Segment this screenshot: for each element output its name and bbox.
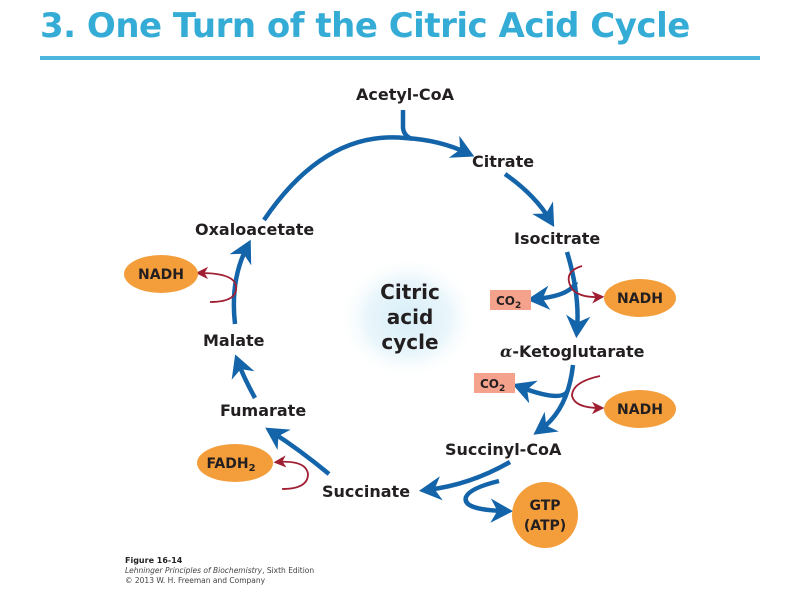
figure-source: Lehninger Principles of Biochemistry, Si…: [125, 566, 314, 576]
nadh-3-text: NADH: [138, 267, 184, 283]
book-edition: , Sixth Edition: [262, 566, 315, 575]
svg-text:CO2: CO2: [480, 377, 505, 394]
oval-nadh-1: NADH: [604, 279, 676, 317]
nadh-1-text: NADH: [617, 291, 663, 307]
center-glow: [338, 256, 478, 380]
arrow-fumarate-to-malate: [231, 354, 257, 400]
circle-gtp-atp: GTP (ATP): [512, 482, 578, 548]
oval-nadh-3: NADH: [124, 255, 198, 293]
oval-fadh2: FADH2: [197, 444, 273, 482]
arrow-citrate-to-isocitrate: [503, 172, 555, 227]
fadh2-sub: 2: [249, 463, 256, 474]
co2-box-1: CO2: [490, 290, 531, 311]
co2-1-sub: 2: [515, 301, 521, 311]
label-malate: Malate: [203, 331, 265, 350]
arrow-nadh-1-out: [567, 265, 605, 304]
label-succinyl-coa: Succinyl-CoA: [445, 440, 562, 459]
label-isocitrate: Isocitrate: [514, 229, 600, 248]
arrow-succinate-to-fumarate: [265, 427, 331, 476]
co2-box-2: CO2: [474, 373, 515, 394]
center-label-line-3: cycle: [381, 330, 438, 354]
copyright-line: © 2013 W. H. Freeman and Company: [125, 576, 266, 585]
oval-nadh-2: NADH: [604, 390, 676, 428]
fadh2-main: FADH: [206, 456, 248, 472]
center-label-line-2: acid: [387, 305, 434, 329]
co2-1-main: CO: [496, 294, 515, 308]
arrow-fadh2-out: [273, 455, 309, 490]
label-citrate: Citrate: [472, 152, 534, 171]
arrow-succinyl-coa-to-succinate: [418, 460, 512, 501]
arrow-oxaloacetate-to-citrate: [262, 135, 475, 222]
arrow-co2-release-1: [526, 280, 579, 310]
alpha-symbol: α: [500, 342, 512, 361]
ketoglutarate-text: -Ketoglutarate: [512, 342, 644, 361]
arrow-acetyl-coa-input: [400, 110, 413, 142]
co2-2-main: CO: [480, 377, 499, 391]
book-title: Lehninger Principles of Biochemistry: [125, 566, 263, 575]
gtp-text: GTP: [529, 498, 560, 514]
arrow-gtp-release: [463, 478, 514, 523]
label-acetyl-coa: Acetyl-CoA: [356, 85, 455, 104]
center-label-line-1: Citric: [380, 280, 440, 304]
svg-text:CO2: CO2: [496, 294, 521, 311]
label-oxaloacetate: Oxaloacetate: [195, 220, 314, 239]
atp-text: (ATP): [524, 518, 566, 534]
label-fumarate: Fumarate: [220, 401, 306, 420]
label-succinate: Succinate: [322, 482, 410, 501]
svg-text:FADH2: FADH2: [206, 456, 255, 474]
nadh-2-text: NADH: [617, 402, 663, 418]
slide-title: 3. One Turn of the Citric Acid Cycle: [40, 6, 690, 46]
figure-caption: Figure 16-14 Lehninger Principles of Bio…: [125, 556, 314, 586]
arrow-co2-release-2: [512, 380, 569, 404]
title-underline: [40, 56, 760, 60]
figure-number: Figure 16-14: [125, 556, 183, 565]
arrow-nadh-2-out: [571, 375, 605, 415]
arrow-ketoglutarate-to-succinyl-coa: [533, 364, 576, 435]
co2-2-sub: 2: [499, 384, 505, 394]
label-alpha-ketoglutarate: α-Ketoglutarate: [500, 342, 645, 361]
arrow-nadh-3-out: [195, 266, 237, 303]
